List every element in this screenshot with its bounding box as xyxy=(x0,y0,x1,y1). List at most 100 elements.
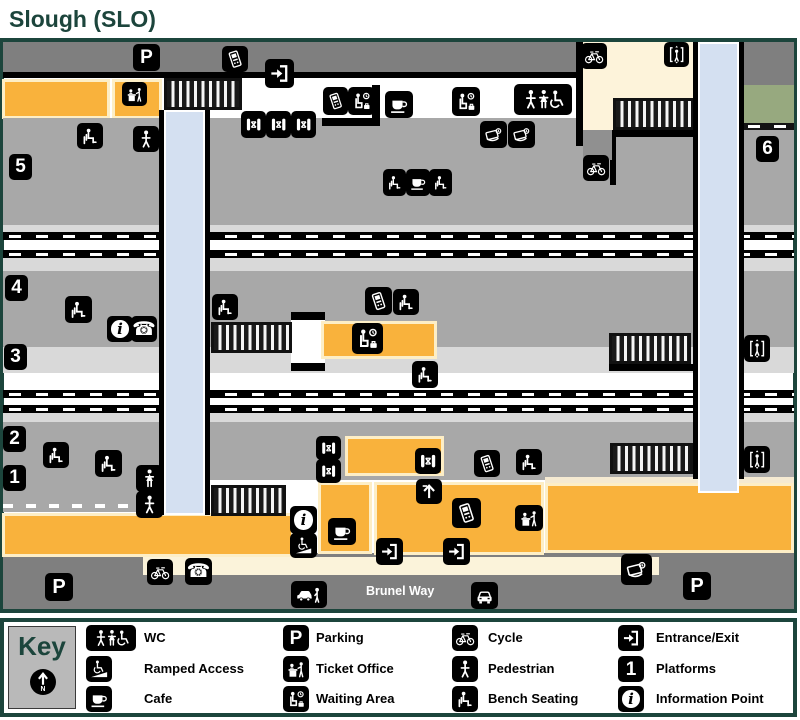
svg-text:N: N xyxy=(41,686,46,693)
key-title: Key xyxy=(18,631,66,661)
ticket-machine-icon xyxy=(452,498,481,528)
lift-icon xyxy=(744,446,770,473)
footbridge-wall xyxy=(738,42,744,479)
pedestrian-icon xyxy=(452,656,478,682)
platform-1-label: 1 xyxy=(3,465,26,491)
ticket-machine-icon xyxy=(474,450,500,477)
gates-icon xyxy=(415,448,441,474)
gates-icon xyxy=(241,111,266,138)
ticket-office-icon xyxy=(283,656,309,682)
platform-5-label: 5 xyxy=(9,154,32,180)
lift-icon xyxy=(744,335,770,362)
waiting-icon xyxy=(283,686,309,712)
parking-icon: P xyxy=(133,44,160,71)
entrance-icon xyxy=(618,625,644,651)
platform-edge-dashes xyxy=(3,504,133,508)
crossing-dashes xyxy=(743,123,794,130)
parking-icon: P xyxy=(45,573,73,601)
street-name-label: Brunel Way xyxy=(366,584,435,598)
cycle-icon xyxy=(583,155,609,181)
footway xyxy=(143,557,659,575)
cafe-icon xyxy=(86,686,112,712)
footbridge xyxy=(698,42,739,493)
key-label-cafe: Cafe xyxy=(144,691,173,706)
cycle-icon xyxy=(452,625,478,651)
pedestrian-icon xyxy=(133,126,159,152)
parking-icon: P xyxy=(683,572,711,600)
key-label-cycle: Cycle xyxy=(488,630,523,645)
wall xyxy=(372,85,380,126)
building-edge xyxy=(545,477,794,483)
smartcard-icon xyxy=(480,121,507,148)
platform-6-label: 6 xyxy=(756,136,779,162)
entrance-icon xyxy=(443,538,470,565)
platform-icon: 1 xyxy=(618,656,644,682)
ticket-office-icon xyxy=(122,82,147,106)
entrance-icon xyxy=(265,59,294,88)
ticket-machine-icon xyxy=(323,87,348,115)
stairs xyxy=(211,322,292,353)
ramped-icon xyxy=(86,656,112,682)
info-icon: i xyxy=(290,506,317,534)
page-title: Slough (SLO) xyxy=(9,6,156,32)
taxi-icon xyxy=(471,582,498,609)
parking-icon: P xyxy=(283,625,309,651)
wall xyxy=(576,42,583,146)
waiting-icon xyxy=(352,323,383,354)
key-label-platform: Platforms xyxy=(656,661,716,676)
north-arrow-icon: N xyxy=(30,669,56,695)
key-label-ticket-office: Ticket Office xyxy=(316,661,394,676)
key-label-ramped: Ramped Access xyxy=(144,661,244,676)
stairs xyxy=(211,485,286,516)
info-icon: i xyxy=(618,686,644,712)
bench-icon xyxy=(412,361,438,388)
footbridge xyxy=(164,110,205,515)
grass-area xyxy=(743,85,794,123)
bench-icon xyxy=(516,449,542,475)
shelter xyxy=(291,320,325,363)
ticket-machine-icon xyxy=(222,46,248,72)
bench-icon xyxy=(95,450,122,477)
key-label-parking: Parking xyxy=(316,630,364,645)
key-label-bench: Bench Seating xyxy=(488,691,579,706)
platform-edge xyxy=(3,225,794,232)
stairs xyxy=(164,78,242,110)
gates-icon xyxy=(316,459,341,483)
shelter-wall xyxy=(291,312,325,320)
key-label-wc: WC xyxy=(144,630,166,645)
key-label-entrance: Entrance/Exit xyxy=(656,630,740,645)
lift-icon xyxy=(664,42,689,67)
track xyxy=(3,405,794,413)
phone-icon: ☎ xyxy=(131,316,157,342)
station-building xyxy=(2,79,110,119)
gates-icon xyxy=(316,436,341,460)
car-pickup-icon xyxy=(291,581,327,608)
wall xyxy=(610,130,616,185)
footbridge-wall xyxy=(693,42,699,479)
waiting-icon xyxy=(348,87,375,115)
shelter-wall xyxy=(291,363,325,371)
footbridge-wall xyxy=(204,110,210,515)
key-label-pedestrian: Pedestrian xyxy=(488,661,555,676)
wc-icon xyxy=(86,625,136,651)
bench-icon xyxy=(393,289,419,315)
track xyxy=(3,390,794,398)
cafe-icon xyxy=(385,91,413,118)
wall xyxy=(610,130,697,137)
platform-edge xyxy=(3,258,794,271)
station-building xyxy=(2,513,294,557)
stairs xyxy=(609,333,691,364)
cafe-icon xyxy=(328,518,356,545)
key-box: Key N xyxy=(8,626,76,709)
ramped-icon xyxy=(290,533,317,558)
cycle-icon xyxy=(581,43,607,69)
up-arrow-icon xyxy=(416,479,442,504)
cafe-icon xyxy=(406,169,430,196)
track xyxy=(3,232,794,240)
stairs xyxy=(610,443,693,474)
stairs xyxy=(613,98,694,130)
key-label-info: Information Point xyxy=(656,691,764,706)
